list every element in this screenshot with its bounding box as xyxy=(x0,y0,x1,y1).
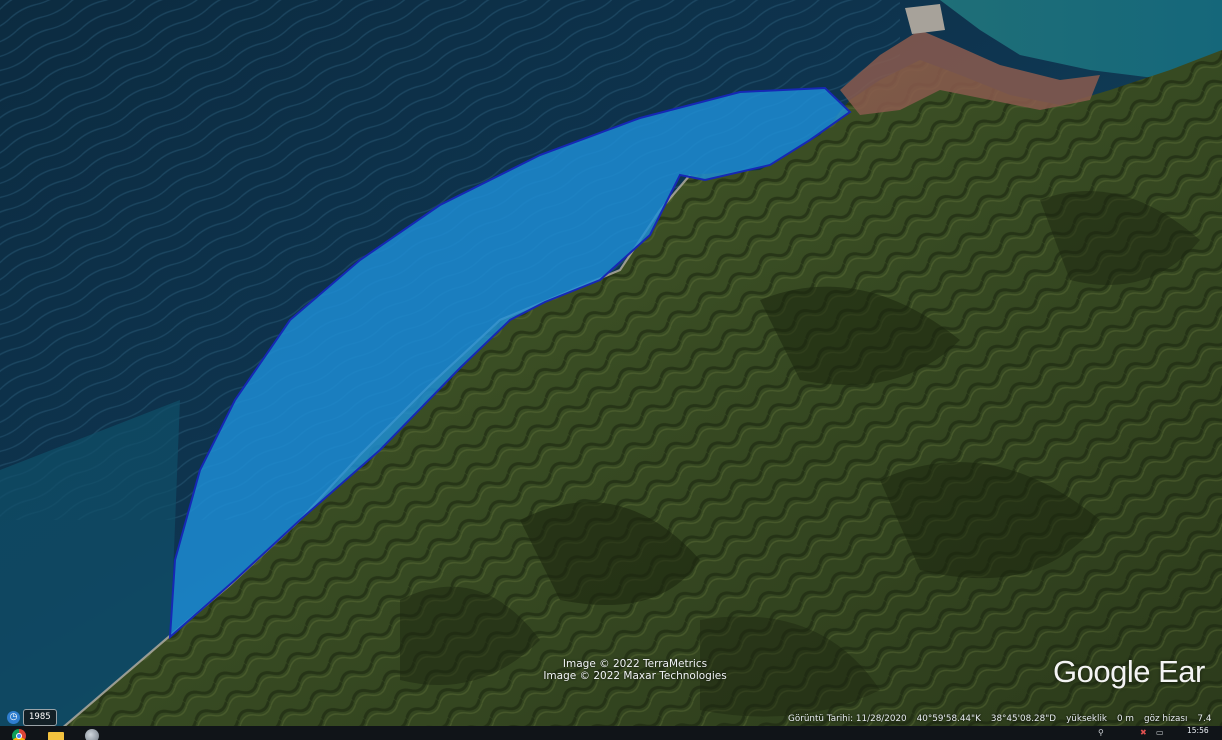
windows-taskbar: ⚲ ✖ ▭ 15:56 xyxy=(0,726,1222,740)
historical-imagery-year[interactable]: 1985 xyxy=(23,708,57,726)
drawn-polygon[interactable] xyxy=(168,86,852,640)
valley xyxy=(880,462,1100,579)
attribution-line-2: Image © 2022 Maxar Technologies xyxy=(543,670,727,682)
valley xyxy=(400,586,540,685)
network-icon[interactable]: ⚲ xyxy=(1098,728,1104,737)
google-earth-logo: Google Ear xyxy=(1053,654,1205,689)
valley xyxy=(520,502,700,605)
harbor-pier xyxy=(905,4,945,34)
elevation-label: yükseklik xyxy=(1066,714,1108,724)
eye-altitude-label: göz hizası xyxy=(1143,714,1188,724)
clock-time[interactable]: 15:56 xyxy=(1187,726,1209,735)
historical-imagery-icon[interactable]: ◷ xyxy=(7,710,20,724)
historical-imagery-control[interactable]: ◷ 1985 xyxy=(7,708,57,726)
valley xyxy=(760,286,960,385)
sea-shallow-west xyxy=(0,400,180,730)
valley xyxy=(700,616,880,717)
bay-water xyxy=(940,0,1222,80)
status-bar: Görüntü Tarihi: 11/28/2020 40°59'58.44"K… xyxy=(788,712,1222,726)
elevation-value: 0 m xyxy=(1117,714,1134,724)
notification-icon[interactable]: ✖ xyxy=(1140,728,1147,737)
valley xyxy=(1040,191,1200,285)
imagery-date: Görüntü Tarihi: 11/28/2020 xyxy=(788,714,907,724)
folder-icon[interactable] xyxy=(48,732,64,740)
longitude-readout: 38°45'08.28"D xyxy=(990,714,1057,724)
attribution-line-1: Image © 2022 TerraMetrics xyxy=(562,658,708,670)
latitude-readout: 40°59'58.44"K xyxy=(916,714,981,724)
display-icon[interactable]: ▭ xyxy=(1156,728,1164,737)
chrome-icon[interactable] xyxy=(12,729,26,740)
eye-altitude-value: 7.4 xyxy=(1197,714,1212,724)
town-area xyxy=(840,30,1100,115)
imagery-attribution: Image © 2022 TerraMetrics Image © 2022 M… xyxy=(520,658,750,682)
google-earth-icon[interactable] xyxy=(85,729,99,740)
